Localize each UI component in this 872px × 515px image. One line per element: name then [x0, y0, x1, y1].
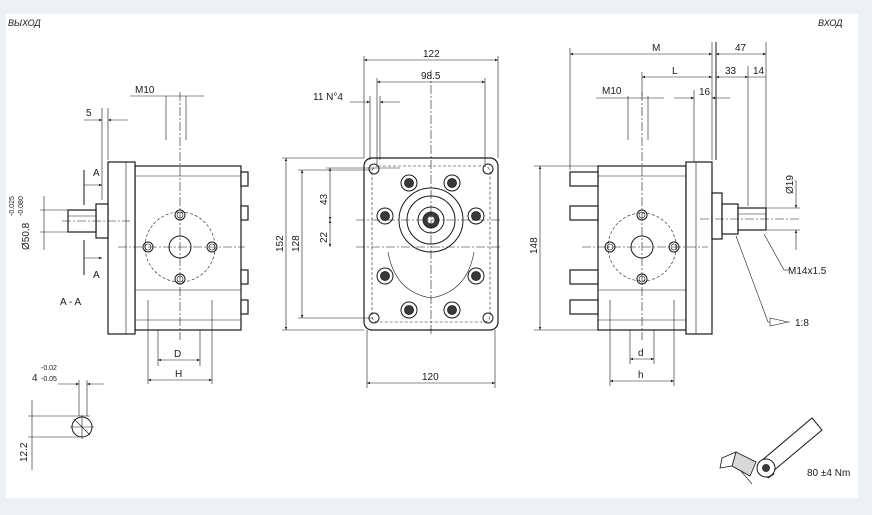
dim-5: 5 [86, 108, 92, 119]
key-tol-upper: -0.02 [41, 365, 57, 372]
section-a-bottom: A [93, 270, 100, 281]
dim-22: 22 [319, 231, 330, 243]
dim-h: h [638, 370, 644, 381]
dim-16: 16 [699, 87, 711, 98]
right-m10-label: M10 [602, 86, 622, 97]
dim-M: M [652, 43, 660, 54]
key-height: 12.2 [19, 442, 30, 462]
key-tol-lower: -0.05 [41, 376, 57, 383]
section-label: A - A [60, 297, 81, 308]
mounting-flange-right [685, 161, 713, 335]
dim-D: D [174, 349, 181, 360]
dim-128: 128 [291, 235, 302, 252]
torque-spec: 80 ±4 Nm [807, 468, 850, 479]
inlet-title: ВХОД [818, 18, 843, 28]
left-side-view: M10 5 A A Ø50.8 -0.025 -0.080 A - A D H [9, 85, 249, 384]
dim-47: 47 [735, 43, 747, 54]
front-bolts [376, 174, 485, 319]
shaft-dia-19: Ø19 [785, 175, 796, 194]
left-m10-label: M10 [135, 85, 155, 96]
section-a-top: A [93, 168, 100, 179]
dim-33: 33 [725, 66, 737, 77]
dim-14: 14 [753, 66, 765, 77]
dim-L: L [672, 66, 678, 77]
dim-H: H [175, 369, 182, 380]
dim-122: 122 [423, 49, 440, 60]
thread-spec: M14x1.5 [788, 266, 827, 277]
shaft-diameter: Ø50.8 [21, 222, 32, 250]
right-side-view: 148 M 47 L 33 14 M10 16 [529, 42, 827, 386]
taper-spec: 1:8 [795, 318, 809, 329]
dim-152: 152 [275, 235, 286, 252]
outlet-title: ВЫХОД [8, 18, 41, 28]
torque-wrench-icon [719, 417, 823, 485]
shaft-dia-tol-upper: -0.025 [9, 196, 16, 216]
shaft-key-detail: 4 -0.02 -0.05 12.2 [19, 365, 104, 470]
holes-spec: 11 N°4 [313, 92, 343, 103]
dim-120: 120 [422, 372, 439, 383]
front-view: 122 98.5 11 N°4 152 128 43 22 120 [275, 49, 500, 388]
dim-d: d [638, 348, 644, 359]
dim-148: 148 [529, 237, 540, 254]
mounting-flange-left [107, 161, 136, 335]
dim-43: 43 [319, 193, 330, 205]
shaft-dia-tol-lower: -0.080 [18, 196, 25, 216]
dim-98-5: 98.5 [421, 71, 441, 82]
key-width: 4 [32, 373, 38, 384]
